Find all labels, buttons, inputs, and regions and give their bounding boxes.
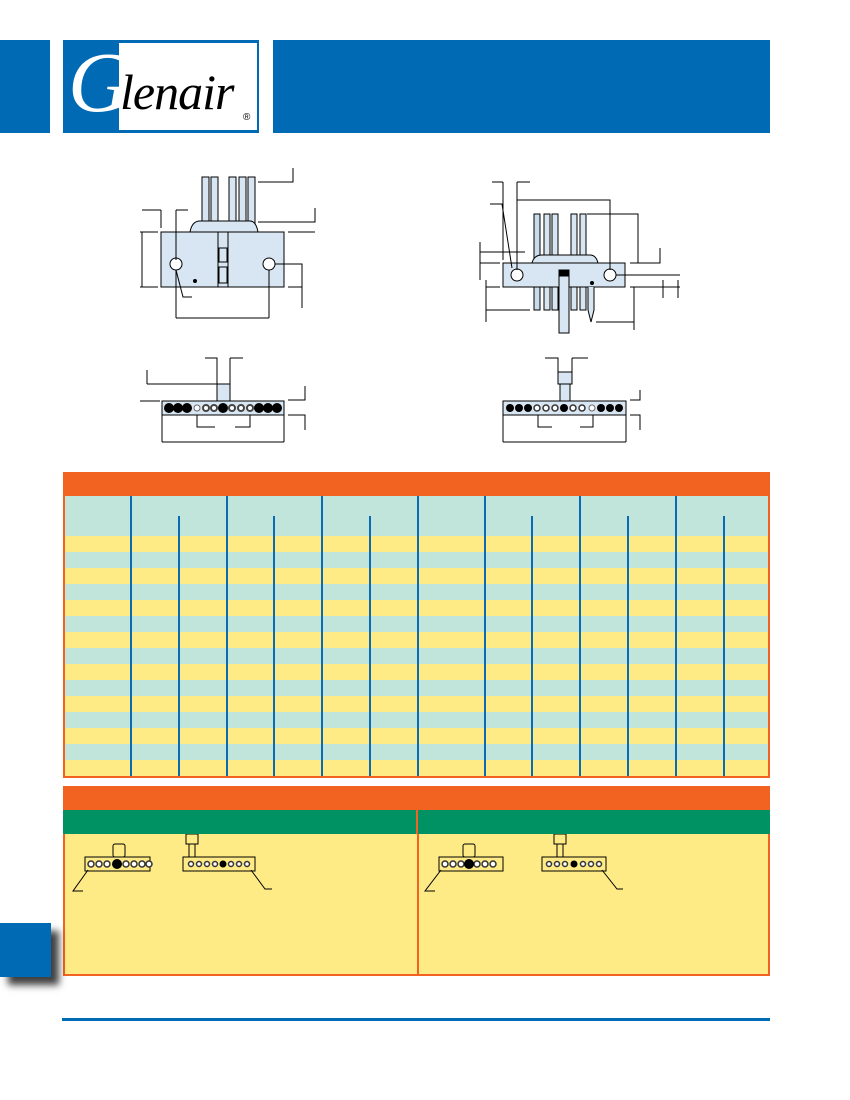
drawing-front-view-straight [470, 170, 690, 340]
table-subcolumn-line [273, 516, 275, 776]
section-side-tab [0, 923, 51, 977]
notes-title-bar [63, 786, 770, 810]
logo-white-panel [119, 43, 257, 130]
table-row [65, 728, 768, 744]
drawing-side-view-right-angle [130, 350, 330, 450]
drawing-side-view-straight [480, 350, 660, 450]
table-row [65, 680, 768, 696]
table-row [65, 552, 768, 568]
table-column-line [321, 496, 323, 776]
table-row [65, 568, 768, 584]
table-row [65, 584, 768, 600]
table-row [65, 760, 768, 776]
notes-panel [63, 786, 770, 976]
table-subcolumn-line [723, 516, 725, 776]
notes-subheader-right [418, 810, 771, 834]
table-row [65, 648, 768, 664]
notes-right-figures [423, 834, 623, 892]
table-title-bar [63, 472, 770, 496]
table-row [65, 616, 768, 632]
table-column-line [675, 496, 677, 776]
logo-wordmark: lenair [120, 64, 234, 120]
drawing-front-view-right-angle [130, 160, 330, 330]
table-row [65, 664, 768, 680]
table-column-line [484, 496, 486, 776]
table-row [65, 600, 768, 616]
table-column-line [226, 496, 228, 776]
contact-row [164, 403, 282, 413]
table-row [65, 536, 768, 552]
notes-subheader-left [63, 810, 416, 834]
glenair-logo: G lenair ® [63, 34, 259, 133]
table-row [65, 744, 768, 760]
table-subcolumn-line [531, 516, 533, 776]
notes-subheader [63, 810, 770, 834]
table-subcolumn-line [627, 516, 629, 776]
header-left-strip [0, 40, 50, 133]
notes-divider [415, 810, 418, 834]
notes-right [419, 834, 771, 974]
table-column-line [130, 496, 132, 776]
table-row [65, 712, 768, 728]
dimension-table [63, 472, 770, 778]
table-header-row [65, 496, 768, 536]
notes-left-figures [72, 834, 272, 892]
registered-mark: ® [243, 112, 251, 123]
table-body [63, 496, 770, 778]
table-column-line [579, 496, 581, 776]
table-subcolumn-line [178, 516, 180, 776]
notes-body-divider [417, 834, 419, 974]
table-row [65, 696, 768, 712]
table-column-line [417, 496, 419, 776]
table-row [65, 632, 768, 648]
title-banner [273, 40, 770, 133]
notes-body [63, 834, 770, 976]
footer-rule [62, 1018, 770, 1021]
logo-initial: G [68, 34, 130, 130]
notes-left [65, 834, 417, 974]
table-subcolumn-line [369, 516, 371, 776]
